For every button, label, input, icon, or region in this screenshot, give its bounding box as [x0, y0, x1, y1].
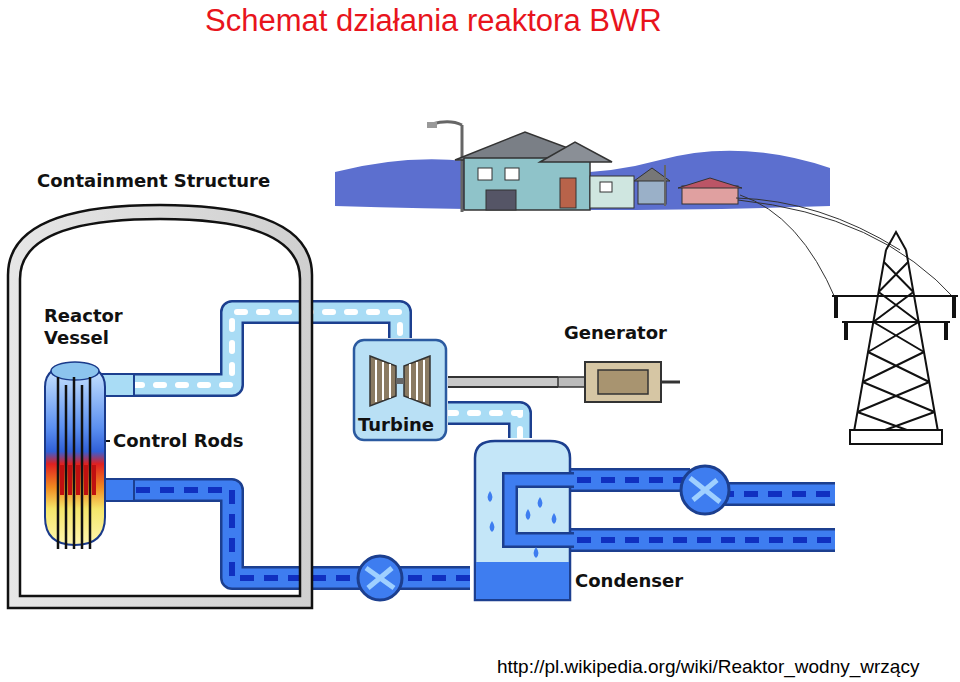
fuel-rod [84, 465, 88, 495]
fuel-rod [68, 465, 72, 495]
landscape [540, 142, 612, 162]
source-caption: http://pl.wikipedia.org/wiki/Reaktor_wod… [497, 656, 919, 678]
pipe-connector [448, 413, 520, 438]
pipe-outline [448, 413, 520, 438]
containment-wall [8, 205, 312, 608]
control-rod [89, 377, 92, 549]
diagram-title: Schemat działania reaktora BWR [205, 2, 662, 40]
landscape [461, 125, 464, 212]
shaft [661, 381, 680, 384]
control-rod [73, 377, 76, 549]
pipe-fill [448, 413, 520, 438]
fuel-rod [60, 465, 64, 495]
part-label: Control Rods [113, 430, 244, 452]
shaft-outline [448, 376, 558, 388]
transmission-tower [832, 232, 958, 444]
transmission-tower [836, 296, 954, 340]
diagram-node: Reactor Vessel [40, 305, 134, 550]
pump-symbol [366, 568, 394, 588]
pump-symbol [690, 478, 720, 502]
node-label: Containment Structure [37, 170, 270, 192]
landscape [600, 182, 612, 192]
node-label: Condenser [575, 570, 683, 592]
landscape [736, 195, 956, 300]
condenser-tubes [510, 480, 574, 540]
pump-symbol [358, 556, 402, 600]
condenser-shell [475, 441, 570, 600]
node-label: Turbine [358, 414, 434, 436]
diagram-node: Generator [558, 320, 680, 404]
shaft [558, 377, 588, 387]
landscape [682, 186, 738, 204]
landscape [664, 165, 666, 206]
droplet [488, 491, 493, 502]
pump-symbol [681, 466, 729, 514]
diagram-node: Turbine [352, 338, 448, 442]
droplet [526, 509, 531, 520]
landscape [638, 180, 666, 204]
drive-shaft [448, 382, 558, 383]
landscape [464, 158, 590, 210]
fuel-rod [92, 465, 96, 495]
landscape [335, 122, 956, 300]
pump-symbol [681, 466, 729, 514]
turbine-casing [354, 340, 446, 440]
condenser-water [476, 562, 569, 599]
landscape [486, 190, 516, 210]
node-label: Generator [564, 322, 667, 344]
control-rod [81, 385, 84, 549]
diagram-node: Containment StructureReactor Vessel [5, 165, 317, 610]
landscape [590, 176, 634, 208]
turbine-shaft [396, 378, 404, 384]
blade-lines [376, 360, 424, 402]
transmission-tower [850, 430, 942, 444]
droplet [538, 497, 543, 508]
fuel-rod [76, 465, 80, 495]
diagram-node: Condenser [470, 438, 688, 604]
landscape [678, 178, 742, 188]
transmission-tower [832, 232, 958, 443]
landscape [478, 168, 492, 180]
landscape [505, 168, 519, 180]
landscape [560, 178, 576, 208]
control-rod [57, 377, 60, 549]
condenser-tubes [510, 480, 574, 540]
landscape [427, 122, 437, 128]
transmission-tower [852, 262, 940, 442]
generator-core [598, 370, 648, 394]
node-label: Reactor Vessel [44, 305, 130, 349]
pipe-flow [448, 413, 520, 438]
shaft-fill [448, 378, 558, 386]
pump-symbol [358, 556, 402, 600]
droplet [552, 513, 557, 524]
droplet [534, 547, 539, 558]
droplet [490, 521, 495, 532]
generator-box [585, 362, 661, 402]
control-rod [65, 385, 68, 549]
